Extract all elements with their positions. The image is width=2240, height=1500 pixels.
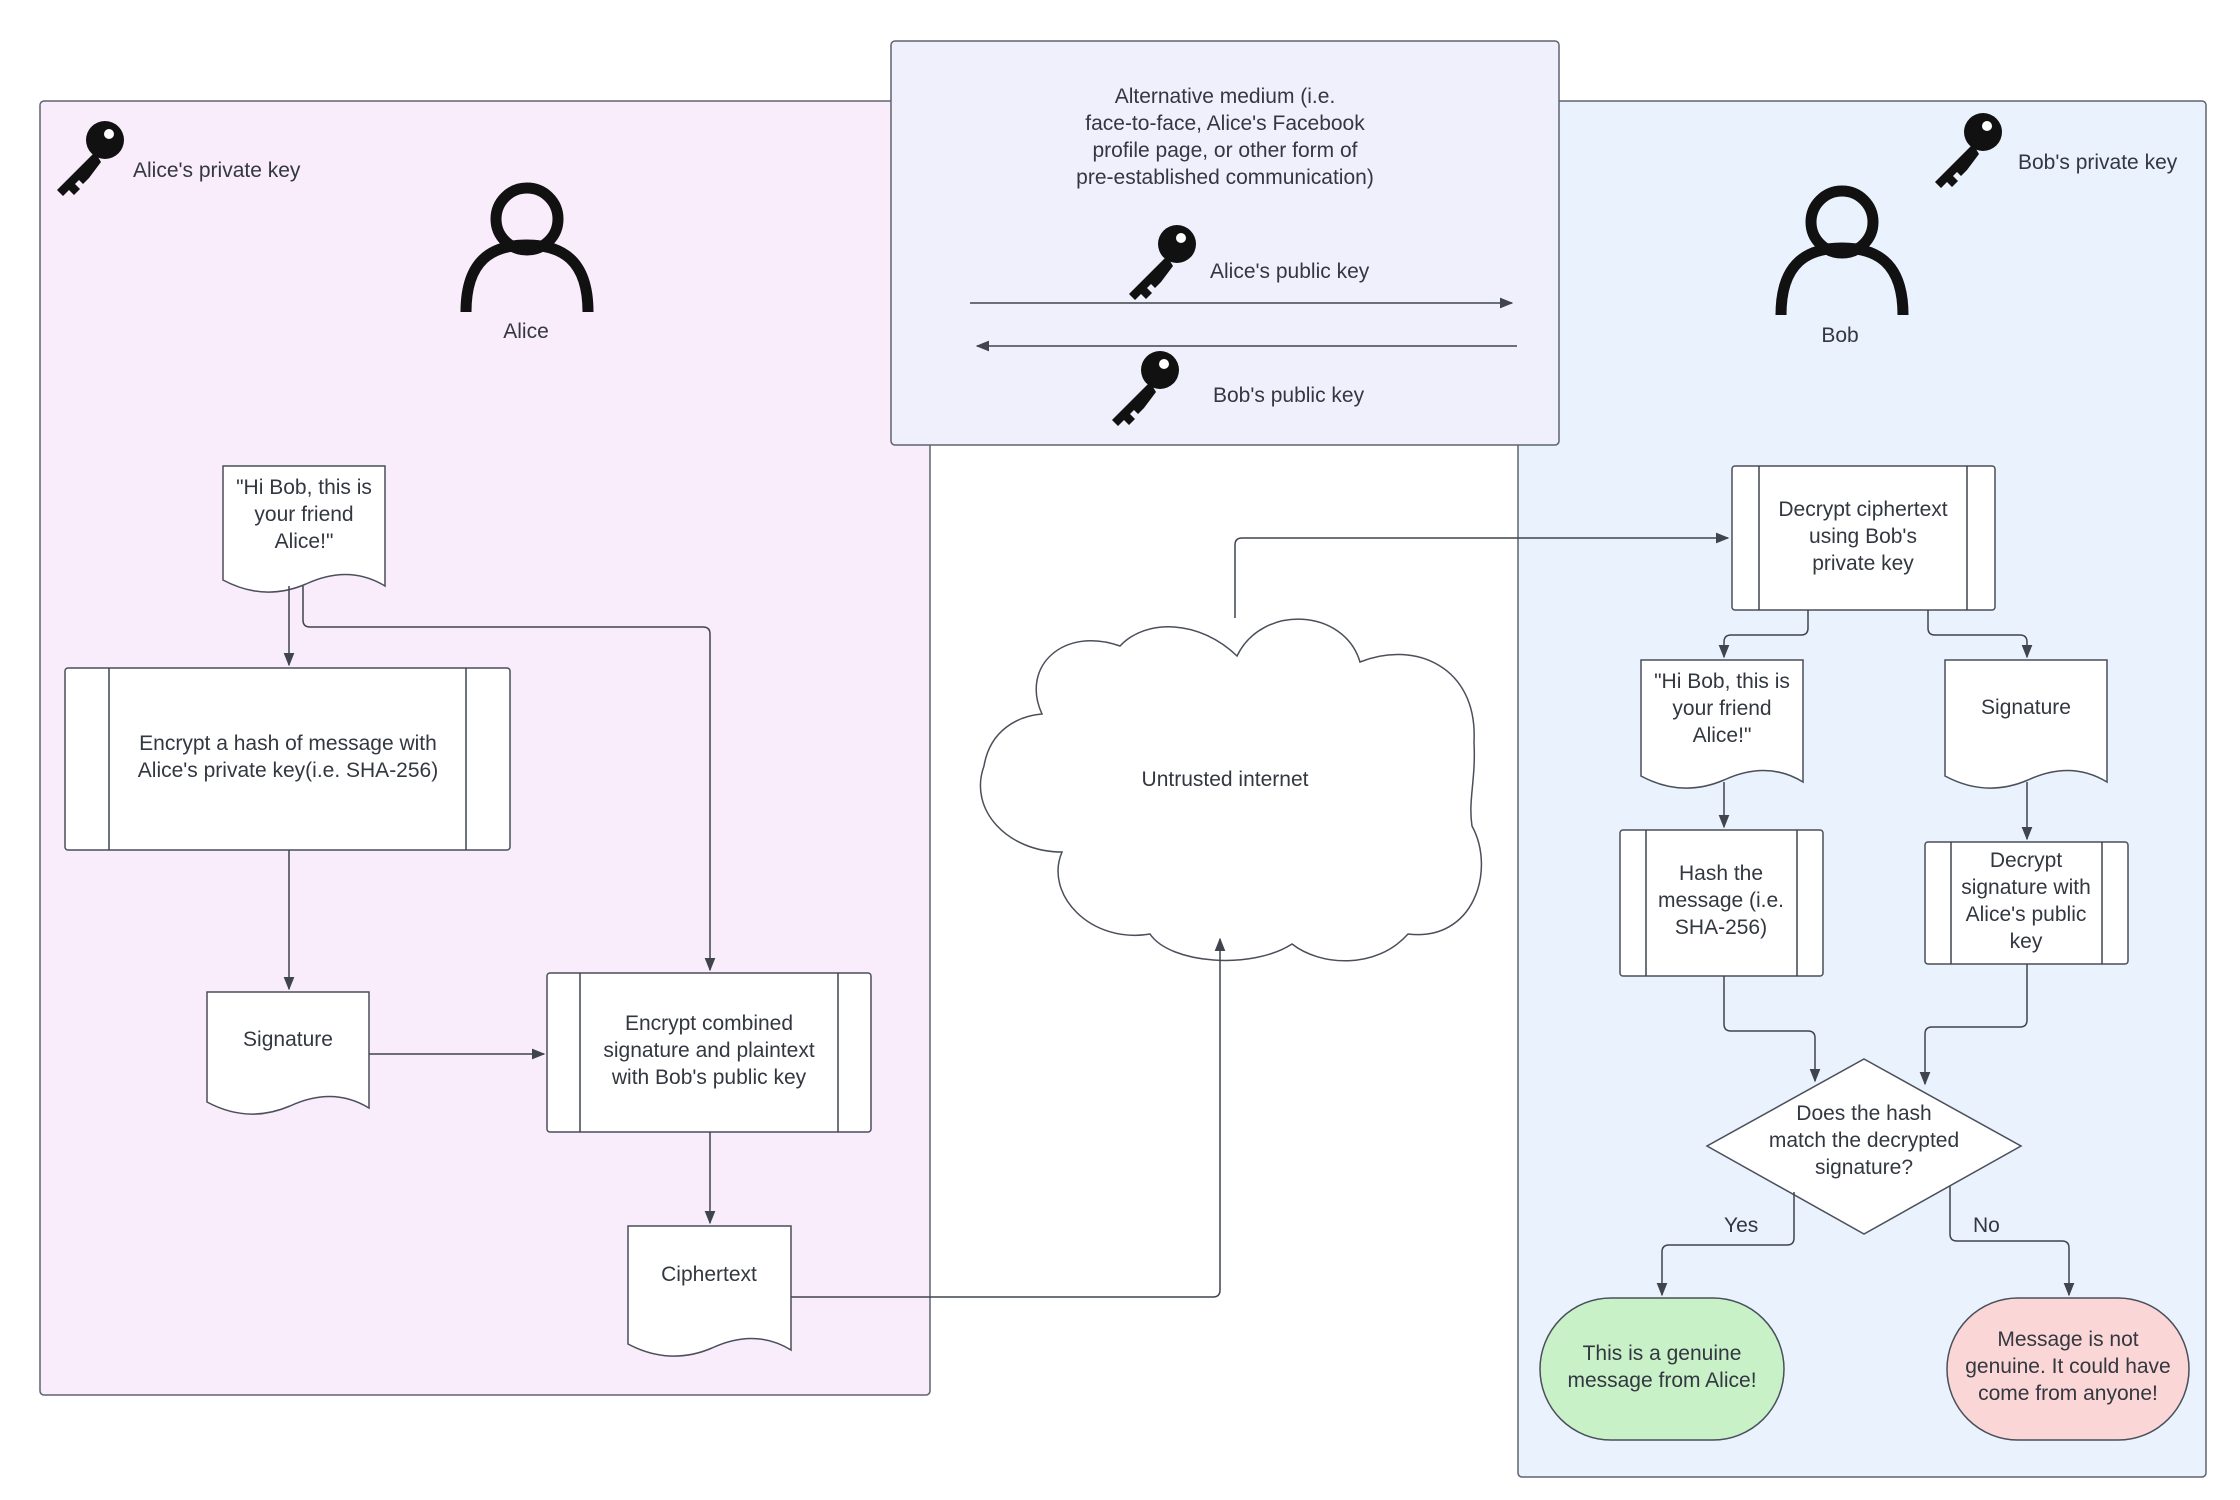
bob-private-key-label: Bob's private key [2018,151,2178,174]
genuine-result: This is a genuine message from Alice! [1539,1297,1785,1441]
not-genuine-line-3: come from anyone! [1978,1382,2158,1405]
bob-message-document: "Hi Bob, this is your friend Alice!" [1640,659,1804,789]
edge-hash-to-decision [1723,976,1821,1083]
bob-panel [1517,100,2207,1478]
edge-internet-to-decrypt [1234,532,1730,618]
bob-message-line-2: your friend [1672,697,1771,720]
decrypt-ciphertext-process: Decrypt ciphertext using Bob's private k… [1731,465,1996,611]
alice-message-document: "Hi Bob, this is your friend Alice!" [222,465,386,593]
encrypt-combined-line-1: Encrypt combined [625,1012,793,1035]
medium-line-4: pre-established communication) [1076,166,1374,189]
alice-signature-document: Signature [206,991,370,1115]
not-genuine-line-2: genuine. It could have [1965,1355,2171,1378]
medium-line-2: face-to-face, Alice's Facebook [1085,112,1365,135]
decrypt-signature-line-1: Decrypt [1990,849,2063,872]
decision-line-3: signature? [1815,1156,1913,1179]
hash-match-decision: Does the hash match the decrypted signat… [1705,1058,2023,1235]
bob-message-line-3: Alice!" [1693,724,1752,747]
decision-line-1: Does the hash [1796,1102,1931,1125]
alice-public-key-label: Alice's public key [1210,260,1370,283]
encrypt-combined-process: Encrypt combined signature and plaintext… [546,972,872,1133]
bob-public-key-label: Bob's public key [1213,384,1365,407]
edge-decision-no [1949,1186,2075,1297]
decrypt-ciphertext-line-3: private key [1812,552,1914,575]
decrypt-ciphertext-line-1: Decrypt ciphertext [1778,498,1947,521]
cloud-icon: Untrusted internet [979,618,1483,962]
alice-name: Alice [503,320,549,343]
alice-message-line-2: your friend [254,503,353,526]
no-label: No [1973,1214,2000,1237]
not-genuine-result: Message is not genuine. It could have co… [1946,1297,2190,1441]
genuine-line-1: This is a genuine [1583,1342,1742,1365]
edge-decrypt-to-signature [1927,610,2033,659]
alice-message-line-3: Alice!" [275,530,334,553]
decision-line-2: match the decrypted [1769,1129,1959,1152]
decrypt-signature-process: Decrypt signature with Alice's public ke… [1924,841,2129,965]
ciphertext-document: Ciphertext [627,1225,792,1357]
encrypt-hash-line-2: Alice's private key(i.e. SHA-256) [138,759,438,782]
medium-line-3: profile page, or other form of [1093,139,1358,162]
decrypt-ciphertext-line-2: using Bob's [1809,525,1917,548]
decrypt-signature-line-2: signature with [1961,876,2091,899]
bob-name: Bob [1821,324,1858,347]
medium-description: Alternative medium (i.e. face-to-face, A… [1076,85,1374,189]
edge-message-to-combined [302,586,716,972]
encrypt-combined-line-3: with Bob's public key [611,1066,807,1089]
medium-line-1: Alternative medium (i.e. [1115,85,1336,108]
alice-signature-label: Signature [243,1028,333,1051]
not-genuine-line-1: Message is not [1997,1328,2138,1351]
hash-message-process: Hash the message (i.e. SHA-256) [1619,829,1824,977]
ciphertext-label: Ciphertext [661,1263,757,1286]
edge-ciphertext-to-internet [791,937,1226,1298]
edge-decision-yes [1656,1192,1795,1297]
bob-signature-document: Signature [1944,659,2108,789]
encrypt-hash-process: Encrypt a hash of message with Alice's p… [64,667,511,851]
genuine-line-2: message from Alice! [1567,1369,1756,1392]
encrypt-combined-line-2: signature and plaintext [603,1039,814,1062]
hash-message-line-2: message (i.e. [1658,889,1784,912]
bob-message-line-1: "Hi Bob, this is [1654,670,1790,693]
yes-label: Yes [1724,1214,1758,1237]
edge-decrypted-to-decision [1919,964,2028,1086]
alice-private-key-label: Alice's private key [133,159,301,182]
decrypt-signature-line-3: Alice's public [1966,903,2087,926]
alternative-medium-panel [890,40,1560,446]
decrypt-signature-line-4: key [2010,930,2043,953]
encrypt-hash-line-1: Encrypt a hash of message with [139,732,437,755]
hash-message-line-3: SHA-256) [1675,916,1767,939]
alice-message-line-1: "Hi Bob, this is [236,476,372,499]
edge-decrypt-to-message [1718,610,1809,659]
hash-message-line-1: Hash the [1679,862,1763,885]
untrusted-internet-label: Untrusted internet [1142,768,1309,791]
bob-signature-label: Signature [1981,696,2071,719]
